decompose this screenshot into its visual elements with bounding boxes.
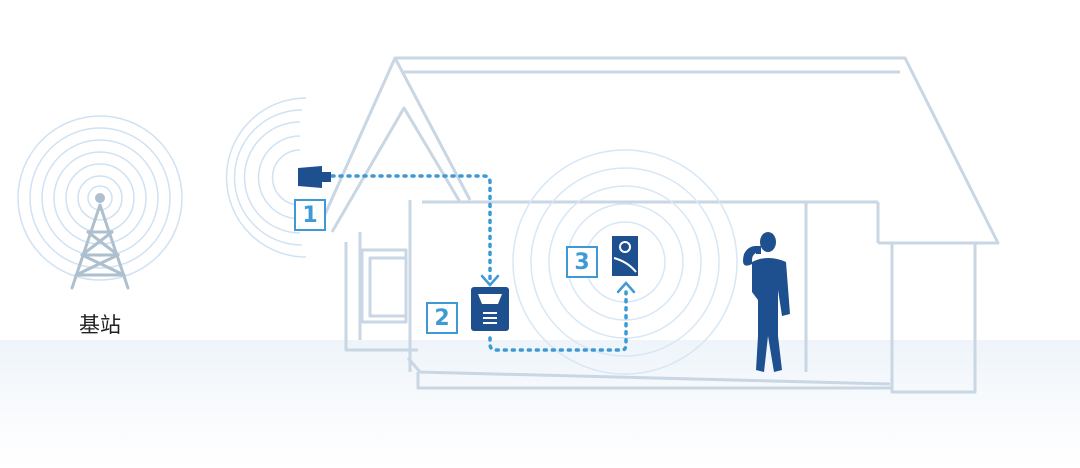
arrow-down-icon <box>480 274 500 287</box>
person-on-phone-icon <box>743 232 790 372</box>
signal-path <box>330 174 628 352</box>
cell-tower-icon <box>70 203 130 290</box>
booster-device-icon <box>471 287 509 331</box>
tower-signal-waves <box>17 115 183 281</box>
arrow-up-icon <box>616 281 636 294</box>
house-outline <box>316 56 1000 394</box>
step-badge-1: 1 <box>294 199 326 231</box>
step-badge-3: 3 <box>566 246 598 278</box>
outdoor-antenna-waves <box>225 97 307 258</box>
ground-shadow <box>0 340 1080 468</box>
cell-tower-label: 基站 <box>79 313 121 337</box>
step-badge-2: 2 <box>426 302 458 334</box>
outdoor-antenna-icon <box>298 166 331 188</box>
indoor-antenna-icon <box>612 236 638 276</box>
